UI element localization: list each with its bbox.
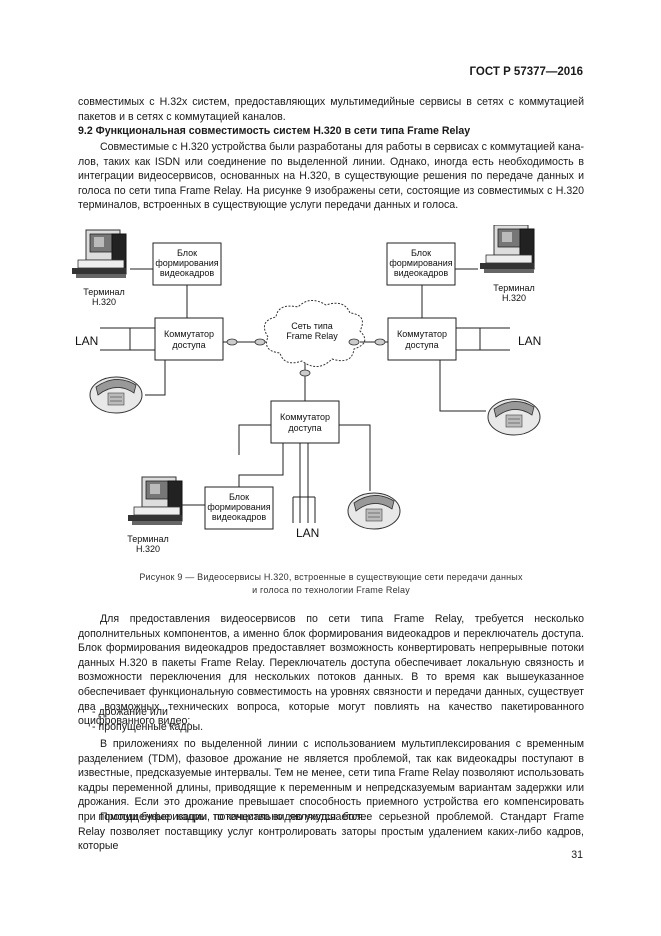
switch-left-line1: Коммутатор	[164, 329, 214, 339]
switch-right-line1: Коммутатор	[397, 329, 447, 339]
paragraph-2-text: Для предоставления видеосервисов по сети…	[78, 613, 584, 728]
list-item-jitter: - дрожание или	[92, 706, 168, 718]
frame-relay-cloud	[263, 300, 366, 367]
terminal-top-left-icon	[71, 229, 127, 279]
paragraph-4: Пропущенные кадры потенциально являются …	[78, 810, 584, 854]
figure-caption-line1: Рисунок 9 — Видеосервисы H.320, встроенн…	[139, 572, 523, 582]
paragraph-2: Для предоставления видеосервисов по сети…	[78, 612, 584, 729]
figure-caption: Рисунок 9 — Видеосервисы H.320, встроенн…	[78, 571, 584, 596]
block-top-left-box	[152, 242, 222, 286]
switch-left-line2: доступа	[172, 340, 205, 350]
switch-center-line2: доступа	[288, 423, 321, 433]
paragraph-3-text: В приложениях по выделенной линии с испо…	[78, 738, 584, 823]
paragraph-intro: совместимых с H.32x систем, предоставляю…	[78, 95, 584, 124]
terminal-top-right-line1: Терминал	[493, 283, 534, 293]
phone-right-icon	[487, 398, 541, 436]
section-title: 9.2 Функциональная совместимость систем …	[78, 125, 471, 137]
terminal-top-left-line2: H.320	[92, 297, 116, 307]
switch-center-box	[270, 400, 340, 444]
paragraph-1: Совместимые с H.320 устройства были разр…	[78, 140, 584, 213]
terminal-bottom-line1: Терминал	[127, 534, 168, 544]
phone-bottom-icon	[347, 492, 401, 530]
block-top-left-line1: Блок	[177, 248, 197, 258]
block-top-right-box	[386, 242, 456, 286]
paragraph-4-text: Пропущенные кадры потенциально являются …	[78, 811, 584, 853]
network-figure: Блок формирования видеокадров Блок форми…	[71, 225, 541, 554]
block-top-right-line1: Блок	[411, 248, 431, 258]
lan-bottom-label: LAN	[296, 526, 319, 540]
terminal-top-right-icon	[479, 225, 535, 274]
block-top-left-line3: видеокадров	[160, 268, 214, 278]
terminal-bottom-line2: H.320	[136, 544, 160, 554]
switch-right-line2: доступа	[405, 340, 438, 350]
lan-left-label: LAN	[75, 334, 98, 348]
switch-left-box	[154, 317, 224, 361]
phone-left-icon	[89, 376, 143, 414]
document-header: ГОСТ Р 57377—2016	[469, 66, 583, 78]
figure-caption-line2: и голоса по технологии Frame Relay	[252, 584, 410, 595]
block-bottom-line2: формирования	[207, 502, 270, 512]
paragraph-1-text: Совместимые с H.320 устройства были разр…	[78, 141, 584, 212]
terminal-top-left-line1: Терминал	[83, 287, 124, 297]
cloud-line2: Frame Relay	[286, 331, 338, 341]
lan-right-label: LAN	[518, 334, 541, 348]
block-top-right-line2: формирования	[389, 258, 452, 268]
paragraph-intro-text: совместимых с H.32x систем, предоставляю…	[78, 96, 584, 123]
paragraph-3: В приложениях по выделенной линии с испо…	[78, 737, 584, 825]
switch-right-box	[387, 317, 457, 361]
block-top-right-line3: видеокадров	[394, 268, 448, 278]
block-top-left-line2: формирования	[155, 258, 218, 268]
terminal-bottom-icon	[127, 476, 183, 526]
block-bottom-line1: Блок	[229, 492, 249, 502]
list-item-dropped-frames: - пропущенные кадры.	[92, 721, 204, 733]
terminal-top-right-line2: H.320	[502, 293, 526, 303]
block-bottom-line3: видеокадров	[212, 512, 266, 522]
switch-center-line1: Коммутатор	[280, 412, 330, 422]
cloud-line1: Сеть типа	[291, 321, 333, 331]
page-number: 31	[571, 849, 583, 861]
